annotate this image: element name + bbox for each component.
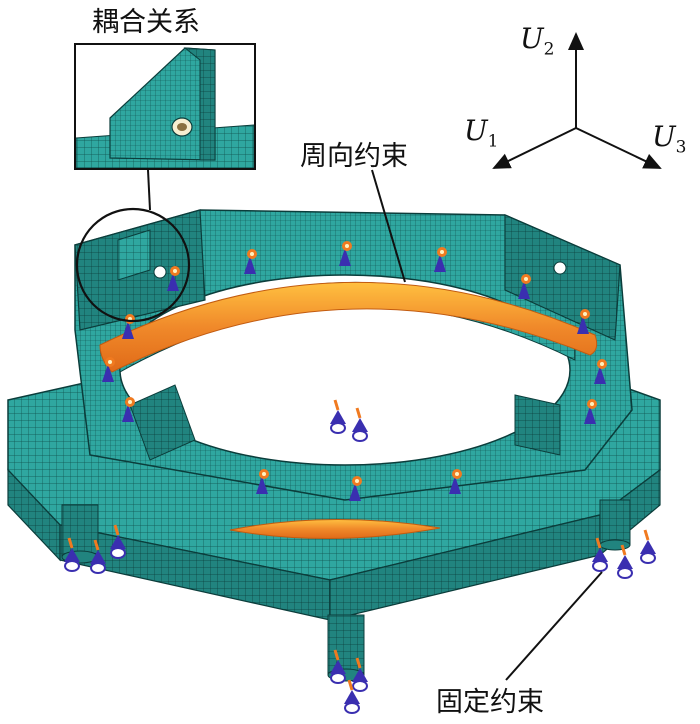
- coupling-leader: [147, 169, 151, 211]
- coupling-label: 耦合关系: [92, 7, 200, 38]
- coupling-zoom-circle: [75, 207, 191, 323]
- axis-u1-arrow: [492, 127, 577, 169]
- coordinate-axes: [492, 32, 662, 169]
- axis-u1-label: U1: [464, 114, 499, 152]
- circumferential-leader: [371, 169, 406, 283]
- axis-u3-label: U3: [652, 120, 687, 158]
- fixed-label: 固定约束: [436, 687, 544, 718]
- circumferential-label: 周向约束: [300, 141, 408, 172]
- coupling-callout: [74, 43, 256, 323]
- axis-u3-arrow: [575, 127, 662, 169]
- upper-frame: [74, 209, 633, 501]
- fixed-leader: [505, 571, 603, 681]
- axis-u2-label: U2: [520, 22, 555, 60]
- coupling-inset: [74, 43, 256, 170]
